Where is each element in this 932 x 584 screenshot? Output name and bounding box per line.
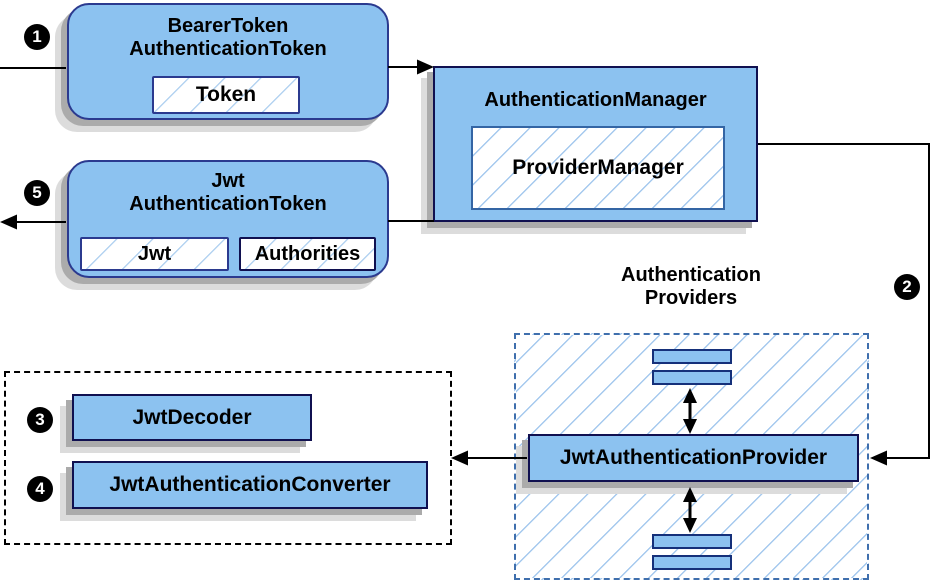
step-badge-1: 1 <box>24 24 50 50</box>
step-badge-2-number: 2 <box>902 277 912 296</box>
provider-manager-box: ProviderManager <box>471 126 725 210</box>
jwt-authentication-converter-label: JwtAuthenticationConverter <box>109 473 391 496</box>
jwt-chip-label: Jwt <box>137 242 172 265</box>
authentication-providers-label-line2: Providers <box>644 287 738 309</box>
bearer-token-authentication-token-box: BearerToken AuthenticationToken Token <box>67 3 389 120</box>
provider-placeholder-bar <box>652 534 732 549</box>
jwt-token-title-line1: Jwt <box>211 170 245 192</box>
provider-placeholder-bar <box>652 349 732 364</box>
jwt-authentication-provider-label: JwtAuthenticationProvider <box>559 446 828 469</box>
step-badge-5: 5 <box>24 180 50 206</box>
bearer-token-title-line1: BearerToken <box>167 15 289 37</box>
step-badge-5-number: 5 <box>32 183 42 202</box>
step-badge-3: 3 <box>27 407 53 433</box>
provider-manager-label: ProviderManager <box>512 156 684 179</box>
authentication-manager-box: AuthenticationManager ProviderManager <box>433 66 758 222</box>
authentication-manager-title: AuthenticationManager <box>484 89 707 111</box>
provider-placeholder-bar <box>652 370 732 385</box>
arrowhead-into-providers <box>870 450 887 466</box>
jwt-token-title-line2: AuthenticationToken <box>129 193 327 215</box>
jwt-authentication-token-box: Jwt AuthenticationToken Jwt Authorities <box>67 160 389 278</box>
bearer-token-title-line2: AuthenticationToken <box>129 38 327 60</box>
jwt-decoder-label: JwtDecoder <box>132 405 252 429</box>
jwt-decoder-box: JwtDecoder <box>72 394 312 441</box>
step-badge-4-number: 4 <box>35 479 45 498</box>
authentication-providers-label: Authentication Providers <box>591 264 791 310</box>
jwt-token-title: Jwt AuthenticationToken <box>69 170 387 216</box>
token-chip: Token <box>152 76 300 114</box>
arrowhead-response-out <box>0 214 17 230</box>
provider-placeholder-bar <box>652 555 732 570</box>
step-badge-1-number: 1 <box>32 27 42 46</box>
authorities-chip-label: Authorities <box>254 242 361 265</box>
bearer-token-title: BearerToken AuthenticationToken <box>69 15 387 61</box>
arrowhead-into-manager <box>417 59 434 75</box>
token-chip-label: Token <box>195 83 257 106</box>
jwt-authentication-converter-box: JwtAuthenticationConverter <box>72 461 428 509</box>
arrowhead-into-decoder-region <box>451 450 468 466</box>
step-badge-2: 2 <box>894 274 920 300</box>
step-badge-4: 4 <box>27 476 53 502</box>
jwt-authentication-provider-box: JwtAuthenticationProvider <box>528 434 859 482</box>
jwt-chip: Jwt <box>80 237 229 271</box>
step-badge-3-number: 3 <box>35 410 45 429</box>
authentication-providers-label-line1: Authentication <box>621 264 761 286</box>
authorities-chip: Authorities <box>239 237 376 271</box>
